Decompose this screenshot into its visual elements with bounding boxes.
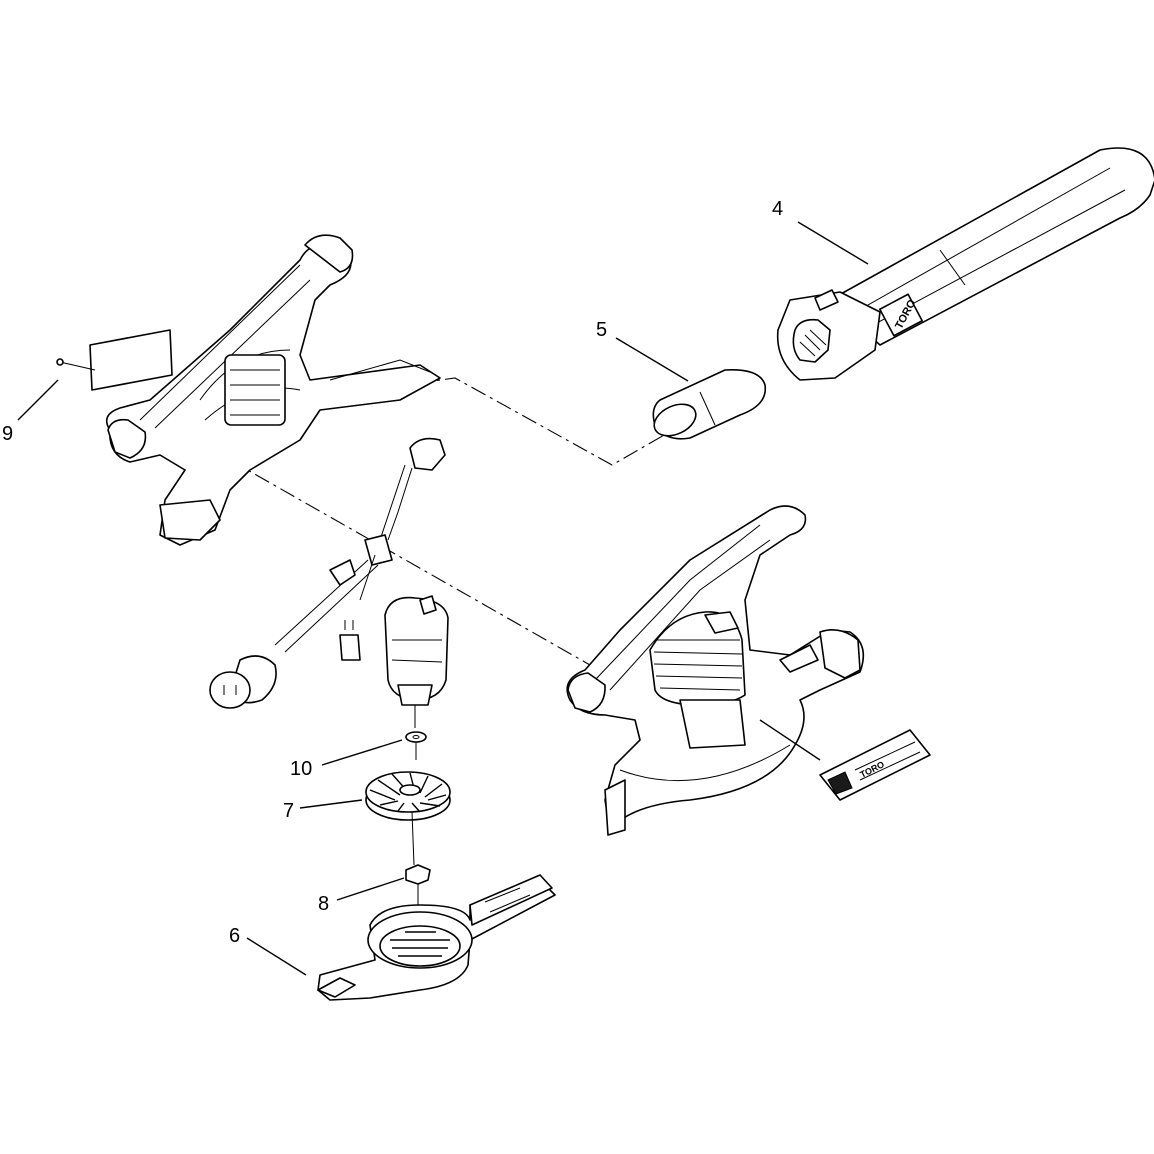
lower-housing [317,874,556,1001]
callout-9: 9 [2,423,13,445]
callout-6: 6 [229,925,240,947]
power-cord-switch [209,437,446,709]
callout-4: 4 [772,198,783,220]
left-housing-half [89,234,441,546]
nut [405,864,431,910]
impeller [365,771,451,866]
screw [56,358,96,371]
assembled-housing [566,505,865,836]
callout-10: 10 [290,758,312,780]
leader-lines [17,221,869,976]
callout-labels: 4 5 9 10 7 8 6 [2,198,783,947]
callout-7: 7 [283,800,294,822]
nozzle [652,368,767,440]
washer [405,731,427,760]
callout-8: 8 [318,893,329,915]
motor [384,595,449,728]
callout-5: 5 [596,319,607,341]
housing-decal: TORO [759,719,931,801]
blower-tube: TORO [776,147,1154,381]
